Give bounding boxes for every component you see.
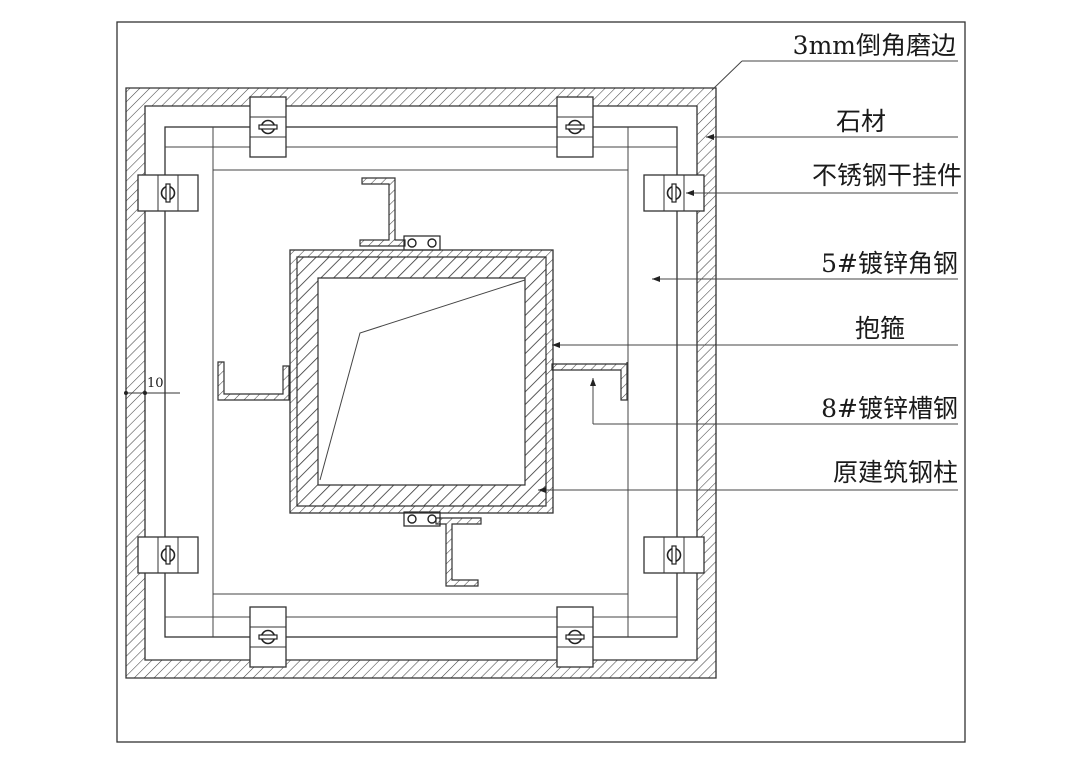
channel-steel-top bbox=[359, 177, 441, 251]
hanger-top-right bbox=[556, 96, 594, 158]
hoop bbox=[289, 249, 554, 514]
channel-steel-bottom bbox=[403, 511, 482, 587]
dimension: 10 bbox=[124, 376, 180, 395]
channel-steel-left bbox=[217, 361, 290, 401]
label-channel-steel: 8#镀锌槽钢 bbox=[821, 394, 958, 423]
leader-lines bbox=[538, 60, 958, 493]
label-column: 原建筑钢柱 bbox=[833, 458, 958, 487]
hanger-top-left bbox=[249, 96, 287, 158]
hanger-left-bottom bbox=[137, 536, 199, 574]
label-stone: 石材 bbox=[836, 107, 886, 136]
hanger-left-top bbox=[137, 174, 199, 212]
stone-panel bbox=[125, 87, 717, 679]
dimension-value: 10 bbox=[147, 376, 164, 391]
label-hanger: 不锈钢干挂件 bbox=[812, 161, 962, 190]
label-hoop: 抱箍 bbox=[855, 314, 905, 343]
hanger-bottom-right bbox=[556, 606, 594, 668]
hanger-right-bottom bbox=[643, 536, 705, 574]
channel-steel-right bbox=[551, 362, 628, 401]
label-chamfer: 3mm倒角磨边 bbox=[793, 31, 956, 60]
drawing-frame bbox=[116, 21, 966, 743]
break-line bbox=[319, 279, 526, 481]
building-steel-column bbox=[296, 256, 547, 507]
hanger-bottom-left bbox=[249, 606, 287, 668]
label-angle-steel: 5#镀锌角钢 bbox=[821, 249, 958, 278]
